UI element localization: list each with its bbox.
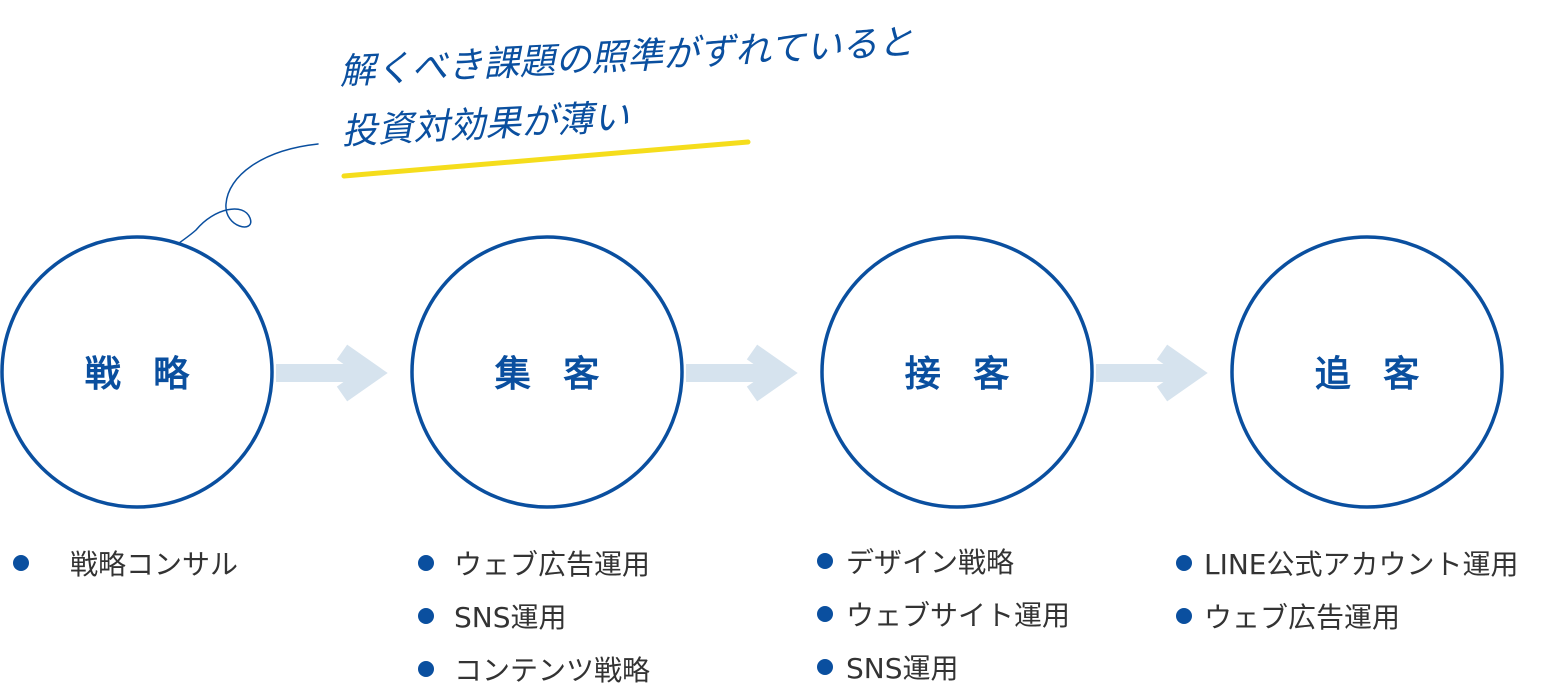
arrow-2 bbox=[686, 344, 798, 402]
stage-1-items: 戦略コンサル bbox=[13, 548, 238, 581]
list-item: デザイン戦略 bbox=[817, 546, 1014, 579]
stage-title: 戦 略 bbox=[85, 354, 200, 395]
stage-3: 接 客 bbox=[820, 235, 1094, 509]
stage-2: 集 客 bbox=[410, 235, 684, 509]
stage-4-items: LINE公式アカウント運用 ウェブ広告運用 bbox=[1176, 548, 1519, 634]
item-label: ウェブ広告運用 bbox=[454, 548, 650, 581]
bullet-dot bbox=[418, 555, 434, 571]
bullet-dot bbox=[817, 606, 833, 622]
bullet-dot bbox=[13, 555, 29, 571]
item-label: SNS運用 bbox=[846, 652, 959, 685]
note-line-1: 解くべき課題の照準がずれていると bbox=[338, 22, 914, 93]
stage-title: 集 客 bbox=[494, 354, 610, 395]
list-item: コンテンツ戦略 bbox=[418, 654, 650, 687]
bullet-dot bbox=[418, 661, 434, 677]
item-label: 戦略コンサル bbox=[70, 548, 238, 581]
item-label: SNS運用 bbox=[454, 601, 567, 634]
arrows bbox=[276, 344, 1208, 402]
list-item: LINE公式アカウント運用 bbox=[1176, 548, 1519, 581]
connector-curve bbox=[137, 143, 319, 279]
list-item: ウェブ広告運用 bbox=[418, 548, 650, 581]
arrow-3 bbox=[1096, 344, 1208, 402]
item-label: ウェブサイト運用 bbox=[846, 599, 1070, 632]
stage-4: 追 客 bbox=[1230, 235, 1504, 509]
arrow-head bbox=[336, 344, 388, 402]
item-label: ウェブ広告運用 bbox=[1204, 601, 1400, 634]
arrow-shaft bbox=[276, 364, 362, 382]
list-item: 戦略コンサル bbox=[13, 548, 238, 581]
bullet-dot bbox=[418, 608, 434, 624]
arrow-head bbox=[746, 344, 798, 402]
list-item: ウェブサイト運用 bbox=[817, 599, 1070, 632]
stage-circle bbox=[0, 235, 274, 509]
bullet-dot bbox=[1176, 608, 1192, 624]
bullet-dot bbox=[817, 659, 833, 675]
stage-1: 戦 略 bbox=[0, 235, 274, 509]
note-highlight-underline bbox=[341, 139, 751, 179]
stage-3-items: デザイン戦略 ウェブサイト運用 SNS運用 bbox=[817, 546, 1070, 685]
stage-title: 接 客 bbox=[905, 354, 1020, 395]
arrow-shaft bbox=[686, 364, 772, 382]
stage-circle bbox=[820, 235, 1094, 509]
note-line-2: 投資対効果が薄い bbox=[340, 97, 630, 153]
bullet-dot bbox=[817, 553, 833, 569]
list-item: SNS運用 bbox=[418, 601, 567, 634]
item-label: デザイン戦略 bbox=[846, 546, 1014, 579]
stage-circle bbox=[1230, 235, 1504, 509]
item-label: コンテンツ戦略 bbox=[454, 654, 650, 687]
arrow-1 bbox=[276, 344, 388, 402]
list-item: SNS運用 bbox=[817, 652, 959, 685]
list-item: ウェブ広告運用 bbox=[1176, 601, 1400, 634]
stage-circle bbox=[410, 235, 684, 509]
arrow-shaft bbox=[1096, 364, 1182, 382]
bullet-dot bbox=[1176, 555, 1192, 571]
item-label: LINE公式アカウント運用 bbox=[1204, 548, 1519, 581]
arrow-head bbox=[1156, 344, 1208, 402]
stage-title: 追 客 bbox=[1315, 354, 1430, 395]
stage-2-items: ウェブ広告運用 SNS運用 コンテンツ戦略 bbox=[418, 548, 650, 687]
